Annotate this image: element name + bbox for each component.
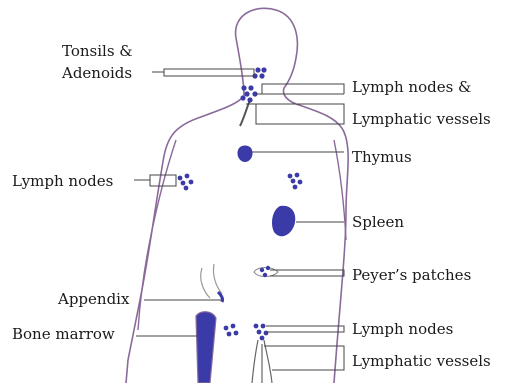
- armpit-left-node-cluster: [178, 174, 194, 191]
- label-lymphatic-vessels-groin: Lymphatic vessels: [352, 352, 491, 370]
- label-lymph-nodes-neck: Lymph nodes &: [352, 78, 471, 96]
- label-tonsils-line1: Tonsils &: [62, 42, 133, 60]
- pointer-lines: [134, 69, 344, 370]
- armpit-right-node-cluster: [288, 173, 303, 190]
- pointer-peyers: [270, 270, 344, 276]
- spleen-shape: [272, 206, 295, 237]
- pointer-neck-vessels: [246, 104, 344, 124]
- bone-marrow-shape: [196, 312, 216, 383]
- right-arm-outline: [334, 140, 346, 240]
- pointer-tonsils: [152, 69, 254, 76]
- label-lymphatic-vessels-neck: Lymphatic vessels: [352, 110, 491, 128]
- groin-left-node-cluster: [224, 324, 239, 337]
- label-tonsils-line2: Adenoids: [62, 64, 132, 82]
- label-thymus: Thymus: [352, 148, 412, 166]
- pointer-arm-nodes: [134, 175, 176, 186]
- label-bone-marrow: Bone marrow: [12, 325, 115, 343]
- label-spleen: Spleen: [352, 213, 404, 231]
- label-lymph-nodes-arm: Lymph nodes: [12, 172, 113, 190]
- label-appendix: Appendix: [58, 290, 129, 308]
- left-arm-outline: [138, 140, 176, 330]
- thymus-shape: [237, 146, 252, 163]
- pointer-neck-nodes: [256, 84, 344, 94]
- pointer-groin-vessels: [264, 346, 344, 370]
- pointer-groin-nodes: [266, 326, 344, 332]
- label-peyers-patches: Peyer’s patches: [352, 266, 471, 284]
- label-lymph-nodes-groin: Lymph nodes: [352, 320, 453, 338]
- neck-lymph-node-cluster: [240, 85, 257, 102]
- tonsils-node-cluster: [252, 67, 266, 78]
- peyers-patches-cluster: [254, 266, 278, 277]
